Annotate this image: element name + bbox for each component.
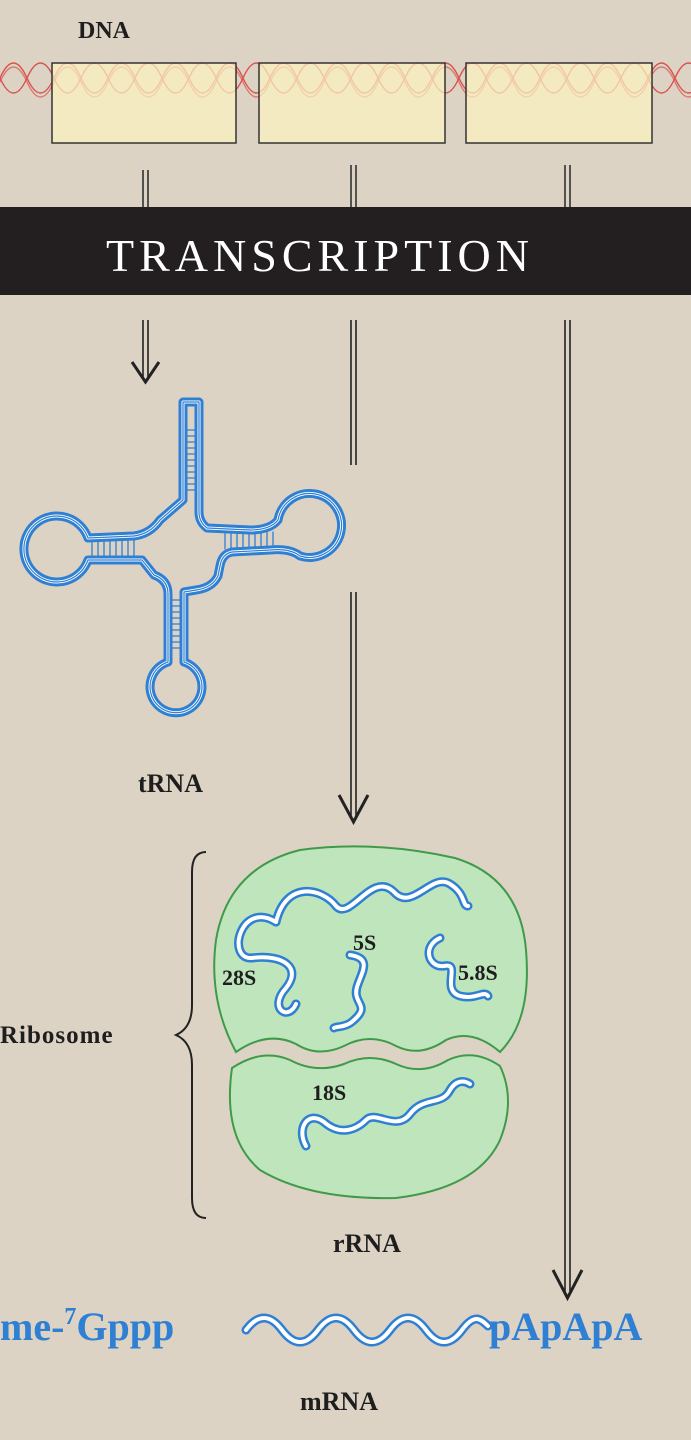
rrna-5-8s-label: 5.8S: [458, 960, 498, 985]
rrna-18s-label: 18S: [312, 1080, 346, 1105]
mrna-cap-prefix: me-: [0, 1304, 64, 1349]
ribosome-brace: [176, 852, 206, 1218]
trna-arrow: [132, 320, 159, 382]
mrna-cap-superscript: 7: [64, 1304, 76, 1330]
ribosome-label: Ribosome: [0, 1022, 114, 1049]
mrna-polya-text: pApApA: [489, 1304, 643, 1349]
dna-label: DNA: [78, 18, 131, 44]
gene-boxes: [52, 63, 652, 143]
rrna-28s-label: 28S: [222, 965, 256, 990]
transcription-label: TRANSCRIPTION: [106, 230, 534, 281]
rrna-label: rRNA: [333, 1229, 401, 1258]
mrna-cap-suffix: Gppp: [76, 1304, 174, 1349]
mrna-strand: [246, 1318, 488, 1342]
trna-label: tRNA: [138, 769, 203, 798]
gene-box-trna: [52, 63, 236, 143]
mrna-arrow: [553, 320, 582, 1298]
gene-box-rrna: [259, 63, 445, 143]
ribosome-small-subunit: [230, 1055, 508, 1198]
trna-structure: [24, 402, 342, 713]
mrna-label: mRNA: [300, 1387, 378, 1416]
rrna-arrow: [339, 320, 368, 822]
mrna-cap-text: me-7Gppp: [0, 1304, 174, 1349]
gene-box-mrna: [466, 63, 652, 143]
rrna-5s-label: 5S: [353, 930, 376, 955]
gene-connectors: [143, 165, 570, 207]
